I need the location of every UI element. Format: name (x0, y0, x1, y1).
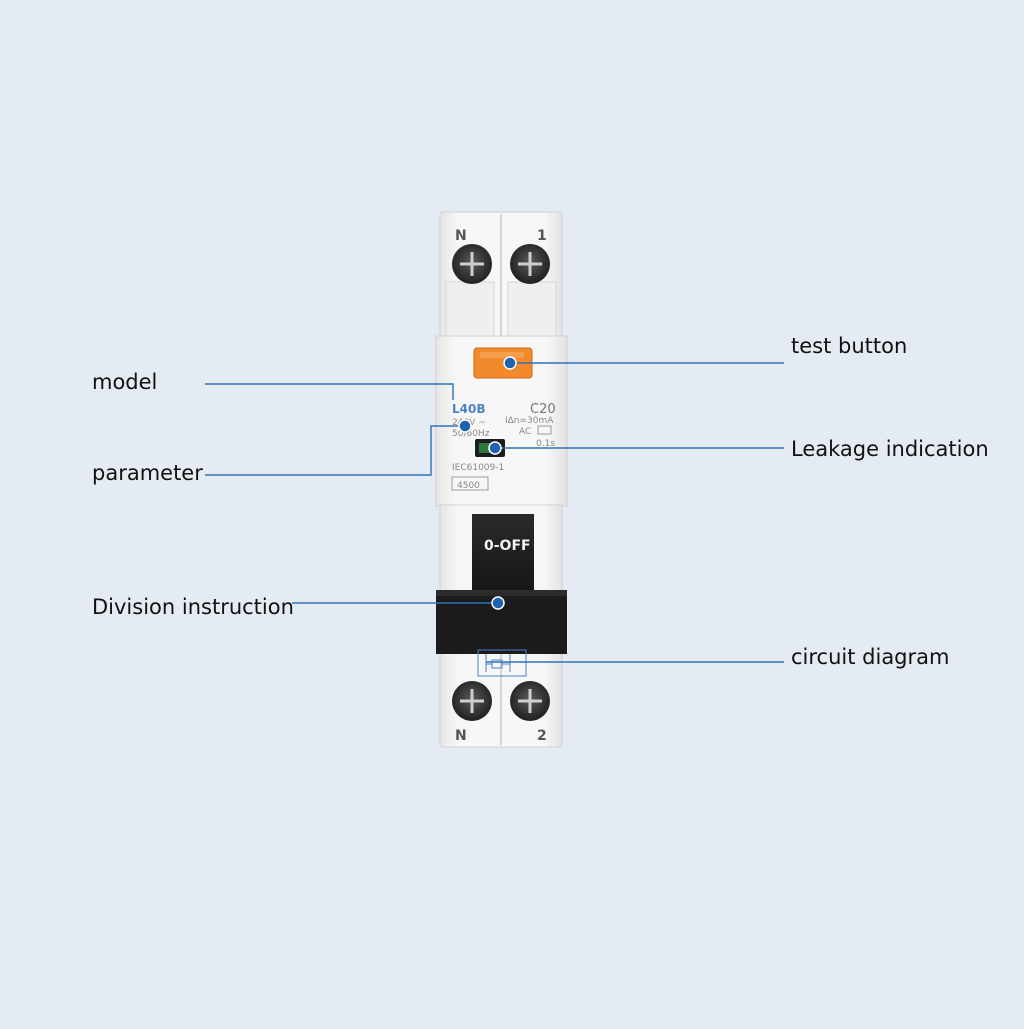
leader-lines (205, 362, 784, 663)
callout-parameter: parameter (92, 461, 203, 485)
marker-test-button (503, 356, 517, 370)
callout-model: model (92, 370, 158, 394)
top-terminal-1: 1 (537, 228, 547, 244)
circuit-diagram-symbol-icon (477, 649, 527, 677)
leader-parameter (205, 425, 465, 476)
bottom-terminal-n: N (455, 728, 467, 744)
trip-time: 0.1s (536, 439, 555, 449)
marker-parameter (458, 419, 472, 433)
callout-test-button: test button (791, 334, 908, 358)
residual-current: IΔn=30mA (505, 416, 554, 426)
breaking-capacity: 4500 (457, 481, 480, 491)
screw-top-right-icon (510, 244, 550, 284)
marker-division (491, 596, 505, 610)
callout-circuit-diagram: circuit diagram (791, 645, 950, 669)
standard: IEC61009-1 (452, 463, 504, 473)
callout-division-instruction: Division instruction (92, 595, 294, 619)
leader-model (205, 383, 454, 400)
screw-bottom-left-icon (452, 681, 492, 721)
marker-leakage (488, 441, 502, 455)
ac-type-symbol-icon (537, 425, 552, 435)
callout-leakage-indication: Leakage indication (791, 437, 989, 461)
switch-state-label: 0-OFF (484, 538, 531, 554)
screw-top-left-icon (452, 244, 492, 284)
top-terminal-n: N (455, 228, 467, 244)
bottom-terminal-2: 2 (537, 728, 547, 744)
screw-bottom-right-icon (510, 681, 550, 721)
rating: C20 (530, 402, 556, 417)
type-ac: AC (519, 427, 531, 437)
model-code: L40B (452, 402, 486, 416)
frequency: 50/60Hz (452, 429, 490, 439)
